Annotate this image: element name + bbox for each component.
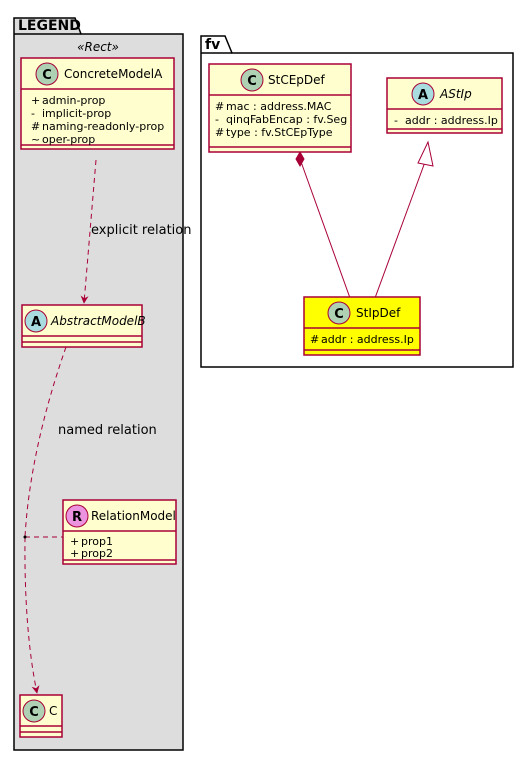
class-badge-icon: C — [334, 307, 344, 322]
attribute: qinqFabEncap : fv.Seg — [226, 113, 347, 126]
class-concrete-model-a[interactable]: C ConcreteModelA + admin-prop - implicit… — [20, 57, 175, 150]
class-name: AbstractModelB — [50, 314, 146, 328]
class-relation-model[interactable]: R RelationModel + prop1 + prop2 — [62, 499, 177, 565]
class-st-ip-def[interactable]: C StIpDef # addr : address.Ip — [303, 296, 421, 356]
visibility-protected-icon: # — [215, 100, 224, 113]
attribute: mac : address.MAC — [226, 100, 332, 113]
visibility-private-icon: - — [394, 114, 398, 127]
visibility-public-icon: + — [70, 547, 79, 560]
class-badge-icon: C — [247, 74, 257, 89]
class-name: AStIp — [439, 87, 472, 101]
class-badge-icon: C — [42, 68, 52, 83]
relation-explicit: explicit relation — [80, 159, 191, 304]
visibility-protected-icon: # — [31, 120, 40, 133]
class-name: StCEpDef — [268, 73, 326, 87]
class-name: StIpDef — [356, 306, 401, 320]
named-relation-label: named relation — [58, 423, 157, 438]
legend-title: LEGEND — [18, 18, 81, 34]
class-badge-icon: C — [29, 705, 39, 720]
visibility-public-icon: + — [70, 535, 79, 548]
class-c[interactable]: C C — [19, 694, 63, 738]
explicit-relation-label: explicit relation — [91, 223, 191, 238]
attribute: admin-prop — [42, 94, 105, 107]
visibility-private-icon: - — [215, 113, 219, 126]
legend-stereotype: «Rect» — [77, 40, 119, 54]
visibility-private-icon: - — [31, 107, 35, 120]
relation-badge-icon: R — [72, 510, 82, 525]
class-name: ConcreteModelA — [64, 67, 163, 81]
attribute: prop2 — [81, 547, 113, 560]
visibility-public-icon: + — [31, 94, 40, 107]
attribute: type : fv.StCEpType — [226, 126, 333, 139]
attribute: prop1 — [81, 535, 113, 548]
class-name: RelationModel — [91, 509, 176, 523]
attribute: oper-prop — [42, 133, 95, 146]
visibility-protected-icon: # — [310, 333, 319, 346]
relation-generalization — [374, 140, 434, 299]
visibility-protected-icon: # — [215, 126, 224, 139]
legend-package: LEGEND «Rect» — [13, 17, 184, 751]
attribute: naming-readonly-prop — [42, 120, 164, 133]
attribute: addr : address.Ip — [321, 333, 414, 346]
fv-title: fv — [205, 37, 220, 53]
visibility-package-icon: ~ — [31, 133, 40, 146]
attribute: implicit-prop — [42, 107, 111, 120]
class-ast-ip[interactable]: A AStIp - addr : address.Ip — [386, 77, 503, 134]
abstract-badge-icon: A — [418, 88, 428, 103]
attribute: addr : address.Ip — [405, 114, 498, 127]
class-abstract-model-b[interactable]: A AbstractModelB — [21, 304, 146, 348]
relation-named: named relation — [23, 346, 157, 694]
abstract-badge-icon: A — [31, 315, 41, 330]
class-name: C — [49, 704, 57, 718]
relation-composition — [295, 150, 351, 299]
class-st-cep-def[interactable]: C StCEpDef # mac : address.MAC - qinqFab… — [208, 63, 352, 153]
